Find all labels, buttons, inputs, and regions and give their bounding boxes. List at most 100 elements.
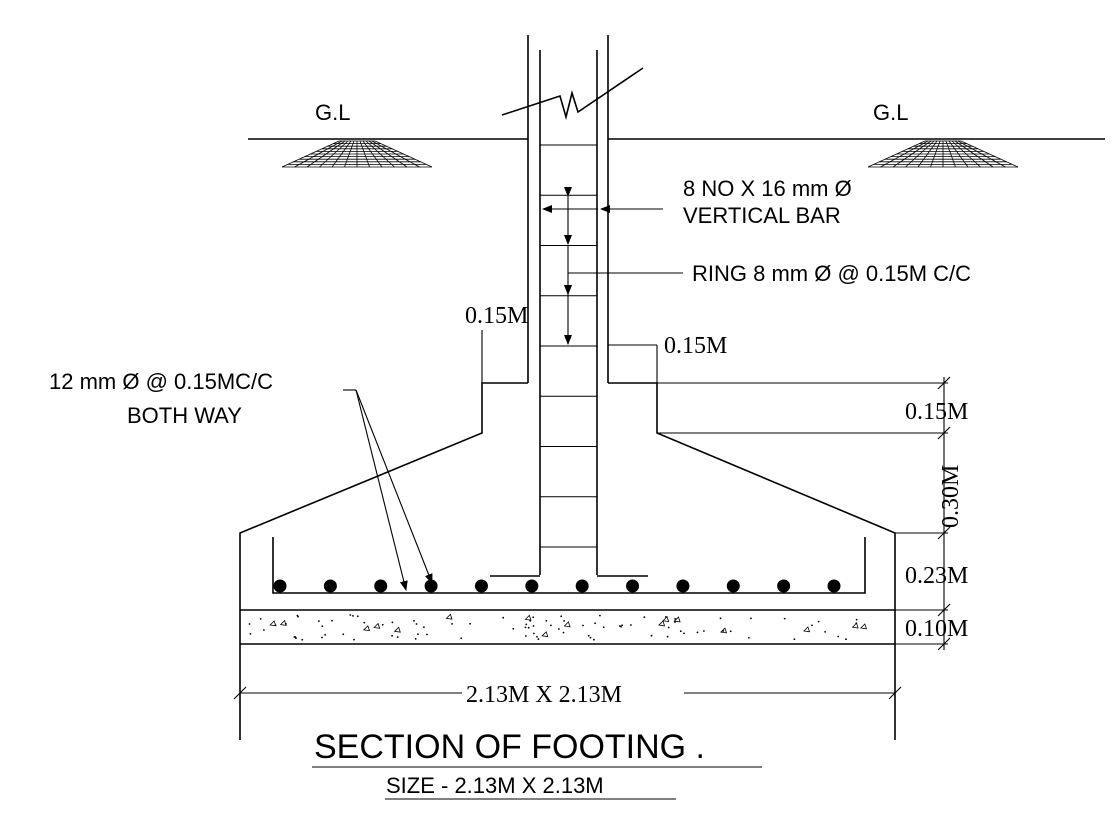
ground-level-label-left: G.L (315, 100, 350, 125)
pedestal-height-dim: 0.15M (905, 399, 968, 425)
pcc-dot (396, 636, 399, 638)
ground-hatch-right (867, 140, 1019, 168)
pcc-dot (602, 626, 605, 629)
base-width-dim: 2.13M X 2.13M (466, 682, 622, 708)
pcc-dot (537, 638, 540, 641)
pcc-dot (356, 615, 359, 618)
pcc-dot (331, 619, 333, 622)
offset-left-dim: 0.15M (465, 303, 528, 329)
ground-hatch-left (281, 140, 433, 168)
bottom-bar-dot (525, 579, 539, 593)
bottom-bars (273, 579, 841, 593)
pcc-dot (550, 624, 552, 627)
pcc-dot (811, 624, 813, 627)
pcc-dot (349, 614, 352, 616)
drawing-title: SECTION OF FOOTING . (314, 728, 705, 766)
pcc-dot (793, 638, 796, 641)
pcc-aggregate (541, 631, 549, 638)
pcc-dot (295, 637, 297, 640)
pcc-dot (845, 638, 847, 641)
pcc-dot (321, 636, 323, 639)
pcc-dot (532, 616, 535, 619)
slope-height-dim: 0.30M (938, 465, 964, 528)
pcc-dot (674, 618, 676, 620)
pcc-dot (630, 624, 632, 626)
pcc-dot (363, 621, 366, 624)
pcc-dot (589, 636, 592, 639)
pcc-dot (683, 632, 685, 635)
pcc-aggregate (658, 620, 666, 627)
pcc-dot (248, 623, 251, 625)
pcc-dot (621, 624, 624, 627)
pcc-dot (413, 620, 415, 622)
pcc-dot (342, 633, 345, 636)
pcc-dot (837, 635, 840, 638)
pcc-dot (719, 617, 722, 620)
footing-depth-dim: 0.23M (905, 563, 968, 589)
pcc-dot (750, 617, 752, 620)
pcc-dot (321, 625, 324, 627)
pcc-dot (783, 617, 786, 620)
bottom-bar-dot (575, 579, 589, 593)
pcc-dot (293, 636, 296, 638)
pcc-aggregate (859, 623, 868, 630)
pcc-dot (527, 626, 530, 629)
pcc-dot (729, 630, 732, 633)
pcc-dot (352, 615, 354, 617)
bottom-bar-dot (273, 579, 287, 593)
bottom-bar-dot (827, 579, 841, 593)
pcc-dot (524, 626, 527, 629)
pcc-dot (460, 637, 463, 640)
bottom-bar-dot (726, 579, 740, 593)
mesh-leader (343, 389, 433, 591)
pcc-dot (451, 623, 453, 625)
pcc-dot (426, 633, 428, 636)
bottom-bar-dot (777, 579, 791, 593)
pcc-depth-dim: 0.10M (905, 616, 968, 642)
pcc-dot (263, 629, 265, 631)
bottom-bar-dot (323, 579, 337, 593)
pcc-dot (318, 620, 320, 622)
pcc-dot (525, 623, 528, 626)
drawing-subtitle: SIZE - 2.13M X 2.13M (386, 773, 604, 798)
pcc-aggregate (720, 627, 728, 634)
ring-label: RING 8 mm Ø @ 0.15M C/C (692, 261, 971, 286)
pcc-dot (855, 618, 858, 621)
vertical-bar-label-line1: 8 NO X 16 mm Ø (683, 176, 852, 201)
footing-outline (239, 330, 896, 740)
pcc-dot (650, 634, 653, 637)
pcc-dot (620, 625, 622, 628)
pcc-dot (696, 631, 699, 634)
pcc-aggregate (393, 626, 401, 633)
pcc-dot (469, 622, 471, 625)
pcc-dot (525, 635, 527, 637)
offset-right-dim: 0.15M (664, 333, 727, 359)
pcc-aggregate (673, 616, 681, 623)
bottom-mesh (272, 537, 866, 594)
bottom-bar-dot (374, 579, 388, 593)
pcc-dot (824, 631, 826, 633)
pcc-dot (560, 615, 563, 618)
pcc-dot (817, 620, 820, 623)
pcc-dot (545, 620, 548, 622)
pcc-dot (533, 632, 535, 635)
pcc-dot (415, 623, 418, 625)
pcc-dot (558, 628, 560, 630)
pcc-dot (599, 614, 601, 617)
pcc-dot (423, 626, 425, 629)
pcc-dot (297, 615, 299, 618)
pcc-dot (667, 626, 670, 629)
pcc-aggregate (269, 620, 277, 627)
pcc-aggregate (851, 622, 859, 629)
pcc-dot (587, 634, 590, 637)
pcc-dot (259, 618, 262, 620)
base-width-dimension (233, 686, 902, 700)
pcc-dot (353, 638, 355, 641)
pcc-aggregate (445, 613, 453, 620)
pcc-aggregate (373, 622, 381, 629)
pcc-aggregate (524, 614, 532, 621)
pcc-dot (666, 635, 669, 638)
mesh-label-line1: 12 mm Ø @ 0.15MC/C (49, 369, 273, 394)
bottom-bar-dot (474, 579, 488, 593)
pcc-dot (417, 633, 419, 636)
